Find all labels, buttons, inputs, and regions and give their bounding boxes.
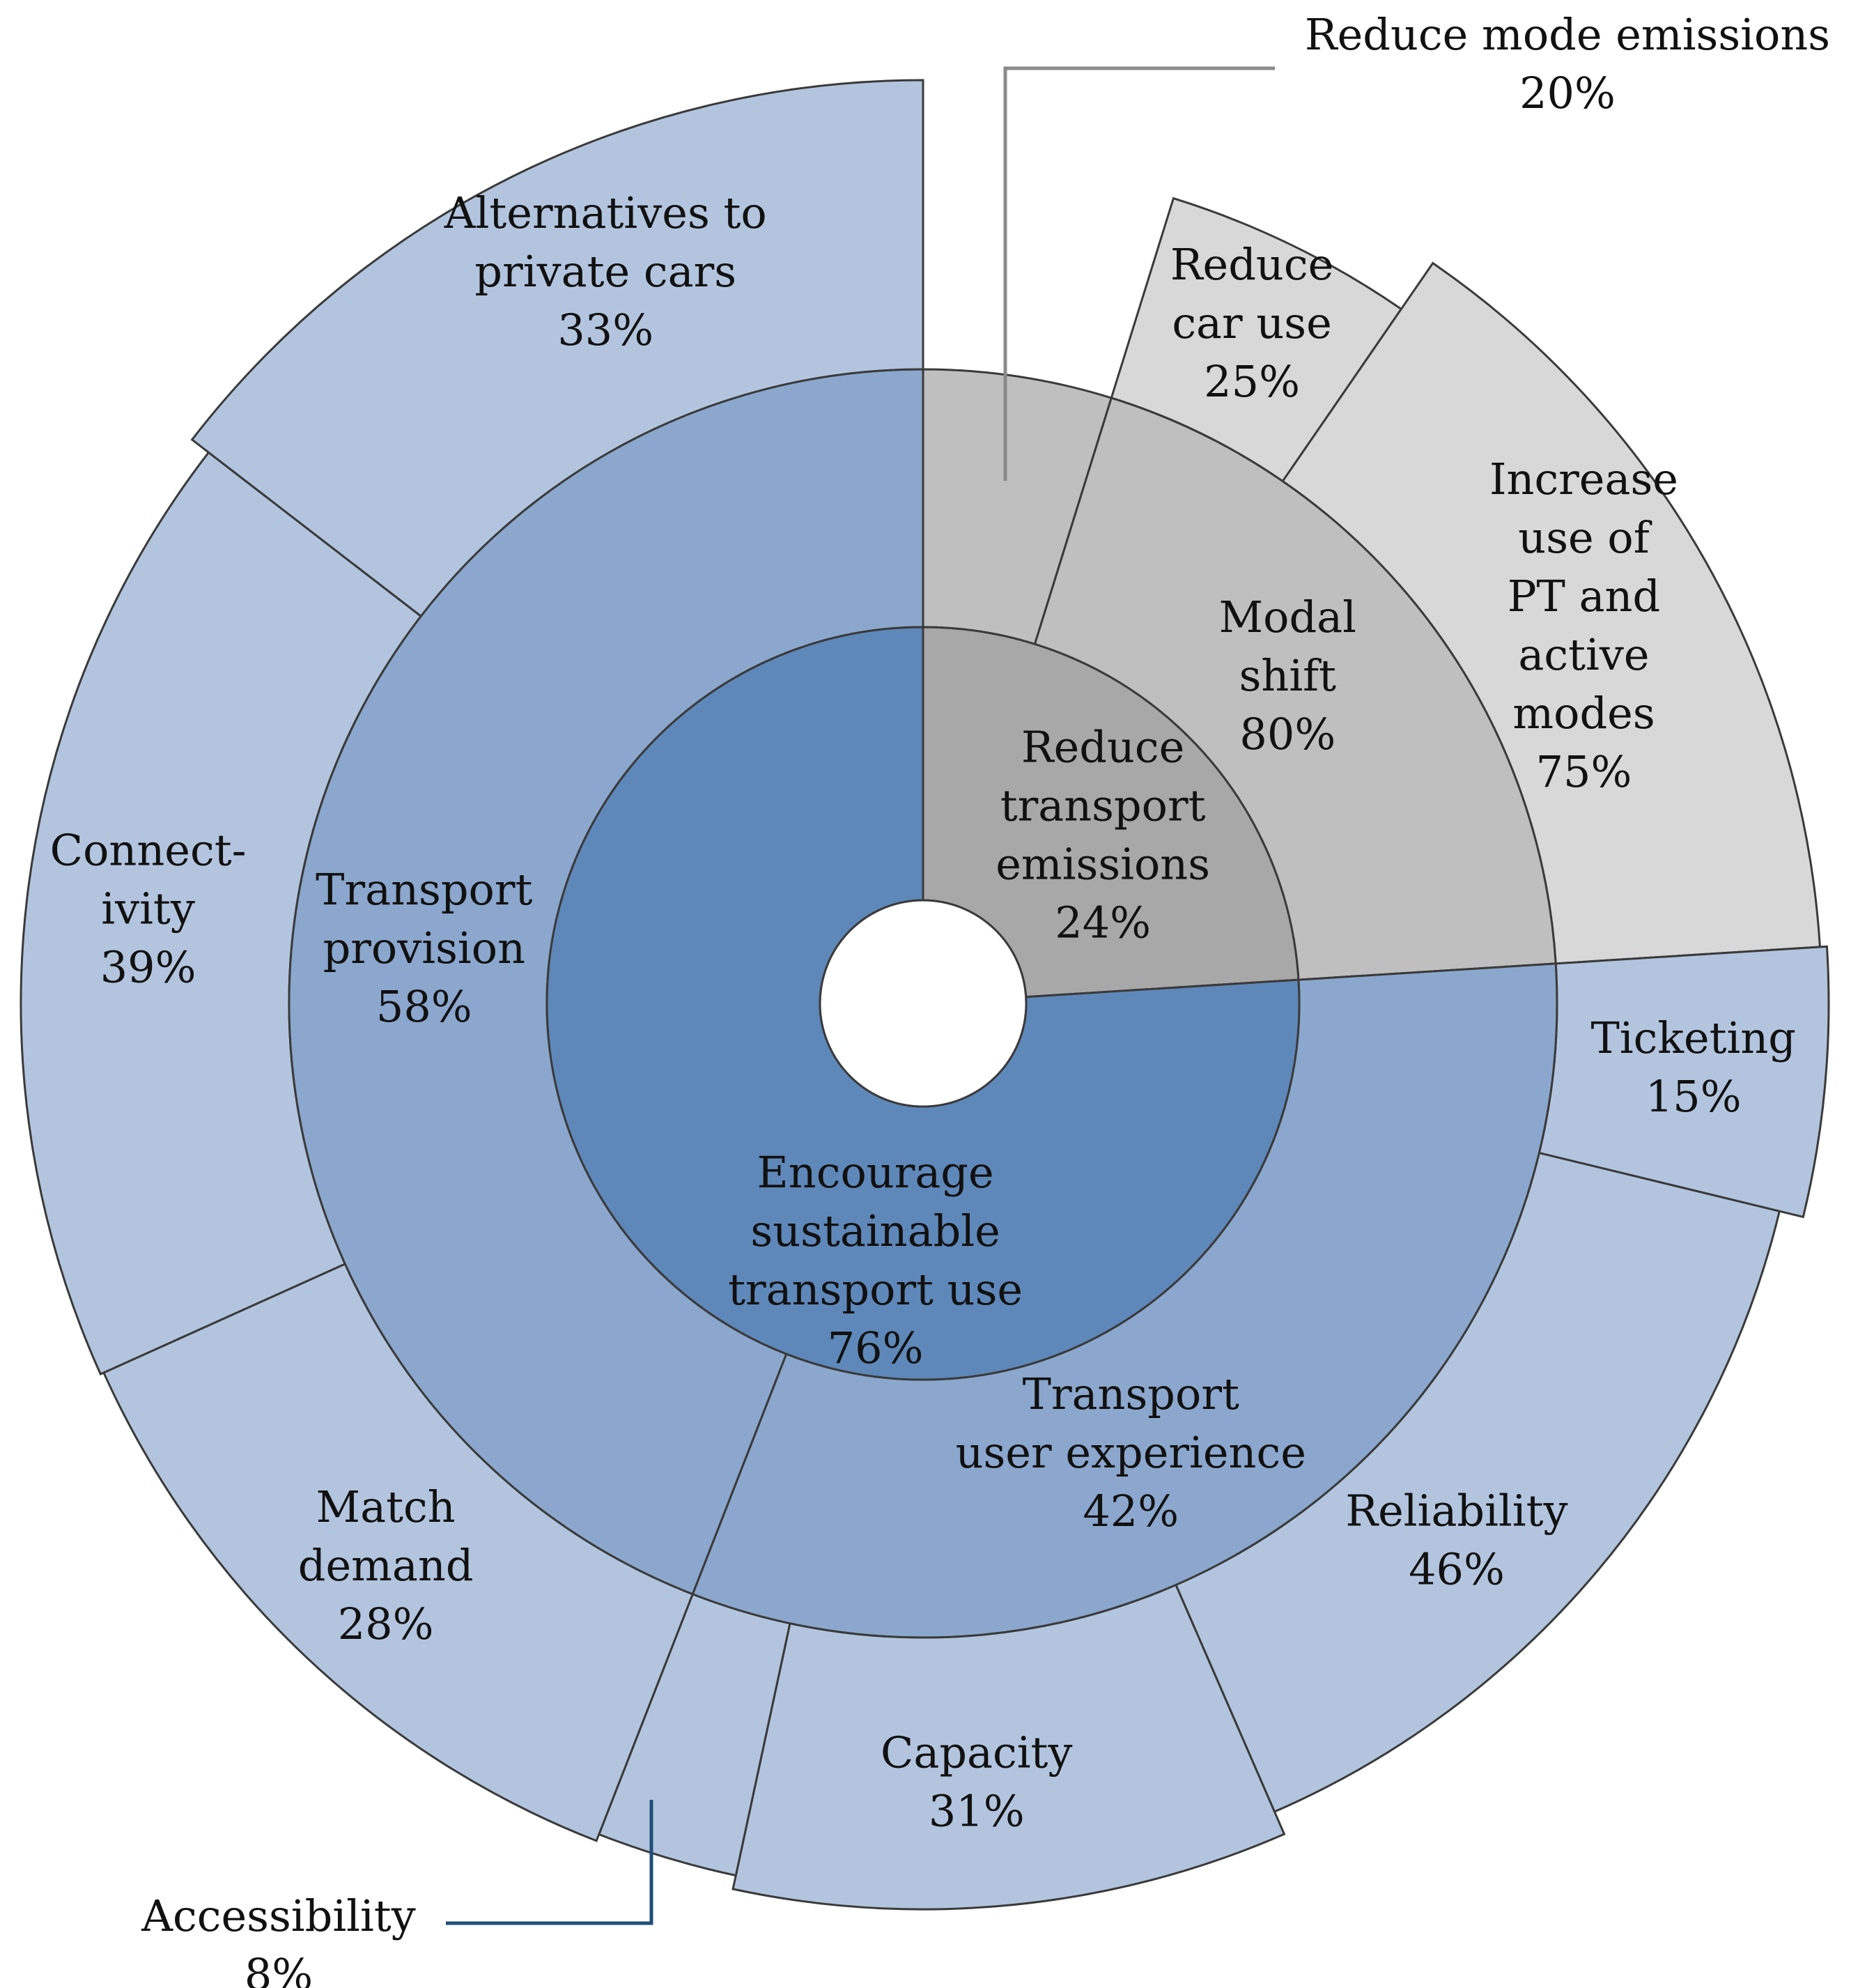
label-encourage-sustainable-transport-use-line-3: 76% (828, 1323, 924, 1373)
label-match-demand-line-2: 28% (338, 1598, 434, 1649)
label-increase-use-of-pt-line-4: modes (1512, 688, 1655, 739)
leader-line-reduce-mode-emissions (1003, 66, 1275, 481)
label-reduce-car-use-line-1: car use (1172, 298, 1331, 348)
label-connectivity-line-2: 39% (100, 942, 196, 993)
label-alternatives-to-private-cars-line-1: private cars (474, 246, 736, 297)
label-reduce-car-use-line-0: Reduce (1170, 239, 1333, 290)
label-transport-provision-line-2: 58% (376, 981, 472, 1032)
label-transport-user-experience-line-1: user experience (956, 1427, 1306, 1478)
label-reduce-car-use: Reduce car use 25% (1170, 239, 1333, 407)
label-alternatives-to-private-cars-line-0: Alternatives to (444, 187, 767, 238)
label-reduce-car-use-line-2: 25% (1204, 356, 1300, 407)
rings-layer (20, 79, 1830, 1911)
label-increase-use-of-pt-line-1: use of (1518, 512, 1652, 563)
label-modal-shift-line-2: 80% (1239, 709, 1335, 760)
label-connectivity-line-0: Connect- (50, 825, 247, 876)
label-modal-shift: Modal shift 80% (1219, 592, 1356, 760)
callout-reduce-mode-emissions: Reduce mode emissions 20% (1305, 9, 1830, 118)
label-ticketing-line-0: Ticketing (1590, 1012, 1796, 1063)
label-transport-user-experience-line-2: 42% (1083, 1486, 1179, 1536)
label-increase-use-of-pt: Increase use of PT and active modes 75% (1489, 454, 1678, 797)
label-match-demand: Match demand 28% (298, 1481, 474, 1649)
label-ticketing: Ticketing 15% (1590, 1012, 1796, 1122)
label-increase-use-of-pt-line-3: active (1518, 629, 1649, 680)
label-encourage-sustainable-transport-use-line-2: transport use (728, 1264, 1023, 1315)
leader-line-accessibility (446, 1800, 653, 1925)
leaders-layer (446, 66, 1275, 1925)
label-reduce-transport-emissions-line-2: emissions (996, 839, 1210, 890)
label-connectivity: Connect-ivity 39% (50, 825, 247, 993)
center-hole (819, 899, 1028, 1108)
callout-accessibility-line-1: 8% (245, 1949, 313, 1988)
label-encourage-sustainable-transport-use-line-1: sustainable (750, 1205, 1000, 1256)
label-capacity: Capacity 31% (881, 1727, 1073, 1836)
label-encourage-sustainable-transport-use-line-0: Encourage (757, 1147, 994, 1198)
labels-layer: Reduce transport emissions 24% Encourage sust… (50, 9, 1830, 1988)
label-reliability-line-0: Reliability (1345, 1486, 1567, 1536)
label-connectivity-line-1: ivity (101, 884, 195, 934)
label-alternatives-to-private-cars: Alternatives to private cars 33% (444, 187, 767, 355)
label-reduce-transport-emissions-line-1: transport (1000, 780, 1206, 831)
label-reduce-transport-emissions-line-0: Reduce (1021, 722, 1184, 773)
label-capacity-line-0: Capacity (881, 1727, 1073, 1778)
label-transport-user-experience-line-0: Transport (1023, 1369, 1239, 1419)
callout-reduce-mode-emissions-line-0: Reduce mode emissions (1305, 9, 1830, 60)
callout-reduce-mode-emissions-line-1: 20% (1519, 68, 1616, 118)
label-reduce-transport-emissions-line-3: 24% (1055, 897, 1151, 948)
label-capacity-line-1: 31% (929, 1785, 1025, 1836)
label-transport-provision-line-0: Transport (316, 864, 532, 915)
label-reliability-line-1: 46% (1409, 1544, 1505, 1595)
callout-accessibility-line-0: Accessibility (141, 1890, 416, 1941)
label-match-demand-line-0: Match (316, 1481, 456, 1532)
label-encourage-sustainable-transport-use: Encourage sustainable transport use 76% (728, 1147, 1023, 1373)
label-modal-shift-line-0: Modal (1219, 592, 1356, 642)
label-transport-user-experience: Transport user experience 42% (956, 1369, 1306, 1536)
label-match-demand-line-1: demand (298, 1540, 474, 1591)
label-transport-provision: Transport provision 58% (316, 864, 532, 1032)
label-alternatives-to-private-cars-line-2: 33% (557, 305, 653, 355)
label-modal-shift-line-1: shift (1239, 650, 1337, 701)
label-increase-use-of-pt-line-0: Increase (1489, 454, 1678, 504)
label-increase-use-of-pt-line-2: PT and (1508, 571, 1660, 622)
label-transport-provision-line-1: provision (323, 923, 525, 973)
label-increase-use-of-pt-line-5: 75% (1536, 746, 1632, 797)
label-ticketing-line-1: 15% (1645, 1071, 1742, 1122)
callout-accessibility: Accessibility 8% (141, 1890, 416, 1988)
label-reliability: Reliability 46% (1345, 1486, 1567, 1595)
label-reduce-transport-emissions: Reduce transport emissions 24% (996, 722, 1210, 948)
